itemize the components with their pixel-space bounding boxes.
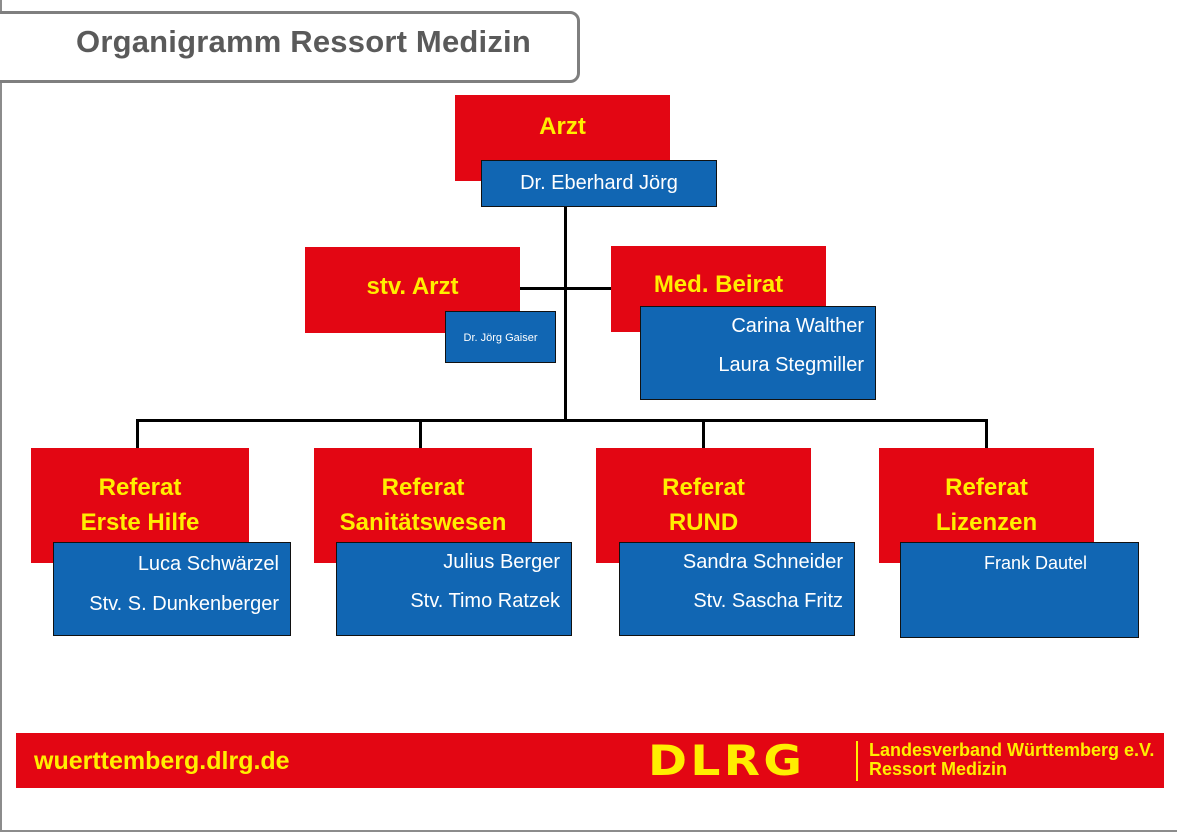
unit-role-line: Referat <box>945 474 1028 501</box>
connector-drop-1 <box>136 419 139 449</box>
unit-role-line: Referat <box>98 474 182 501</box>
node-unit-people: Frank Dautel <box>900 542 1139 638</box>
footer-bar: wuerttemberg.dlrg.de DLRG Landesverband … <box>16 733 1164 788</box>
connector-drop-3 <box>702 419 705 449</box>
node-unit-role-label: Referat Erste Hilfe <box>31 470 249 540</box>
board-member: Laura Stegmiller <box>718 354 864 376</box>
title-box <box>0 11 580 83</box>
node-unit-people: Sandra Schneider Stv. Sascha Fritz <box>619 542 855 636</box>
unit-lead: Julius Berger <box>443 551 560 573</box>
unit-role-line: Lizenzen <box>935 509 1038 536</box>
node-unit-role-label: Referat Sanitätswesen <box>314 470 532 540</box>
node-head-role-label: Arzt <box>539 113 586 140</box>
node-deputy-name: Dr. Jörg Gaiser <box>445 311 556 363</box>
unit-role-line: Referat <box>662 474 745 501</box>
connector-trunk <box>564 205 567 421</box>
footer-org-line: Ressort Medizin <box>869 759 1008 779</box>
dlrg-logo: DLRG <box>648 736 806 785</box>
unit-deputy: Stv. Sascha Fritz <box>693 590 843 612</box>
node-head-name: Dr. Eberhard Jörg <box>481 160 717 207</box>
footer-org-line: Landesverband Württemberg e.V. <box>869 740 1155 760</box>
unit-role-line: RUND <box>668 509 739 536</box>
connector-drop-2 <box>419 419 422 449</box>
node-deputy-role-label: stv. Arzt <box>366 273 459 300</box>
connector-drop-4 <box>985 419 988 449</box>
node-board-role-label: Med. Beirat <box>653 271 784 298</box>
unit-lead: Frank Dautel <box>984 553 1088 573</box>
unit-role-line: Erste Hilfe <box>80 509 200 536</box>
board-member: Carina Walther <box>731 315 864 337</box>
node-head-name-label: Dr. Eberhard Jörg <box>520 172 678 194</box>
footer-url-link[interactable]: wuerttemberg.dlrg.de <box>34 747 290 775</box>
unit-role-line: Sanitätswesen <box>339 509 507 536</box>
unit-role-line: Referat <box>381 474 465 501</box>
unit-deputy: Stv. S. Dunkenberger <box>89 593 279 615</box>
connector-staff <box>518 287 613 290</box>
footer-divider <box>856 741 858 781</box>
unit-lead: Sandra Schneider <box>682 551 843 573</box>
node-unit-role-label: Referat RUND <box>596 470 811 540</box>
connector-horizontal <box>136 419 988 422</box>
node-board-members: Carina Walther Laura Stegmiller <box>640 306 876 400</box>
footer-organization: Landesverband Württemberg e.V. Ressort M… <box>869 741 1154 779</box>
unit-lead: Luca Schwärzel <box>137 553 279 575</box>
unit-deputy: Stv. Timo Ratzek <box>410 590 560 612</box>
page-title: Organigramm Ressort Medizin <box>76 24 531 59</box>
node-unit-people: Luca Schwärzel Stv. S. Dunkenberger <box>53 542 291 636</box>
node-unit-people: Julius Berger Stv. Timo Ratzek <box>336 542 572 636</box>
node-deputy-name-label: Dr. Jörg Gaiser <box>463 332 538 344</box>
node-unit-role-label: Referat Lizenzen <box>879 470 1094 540</box>
